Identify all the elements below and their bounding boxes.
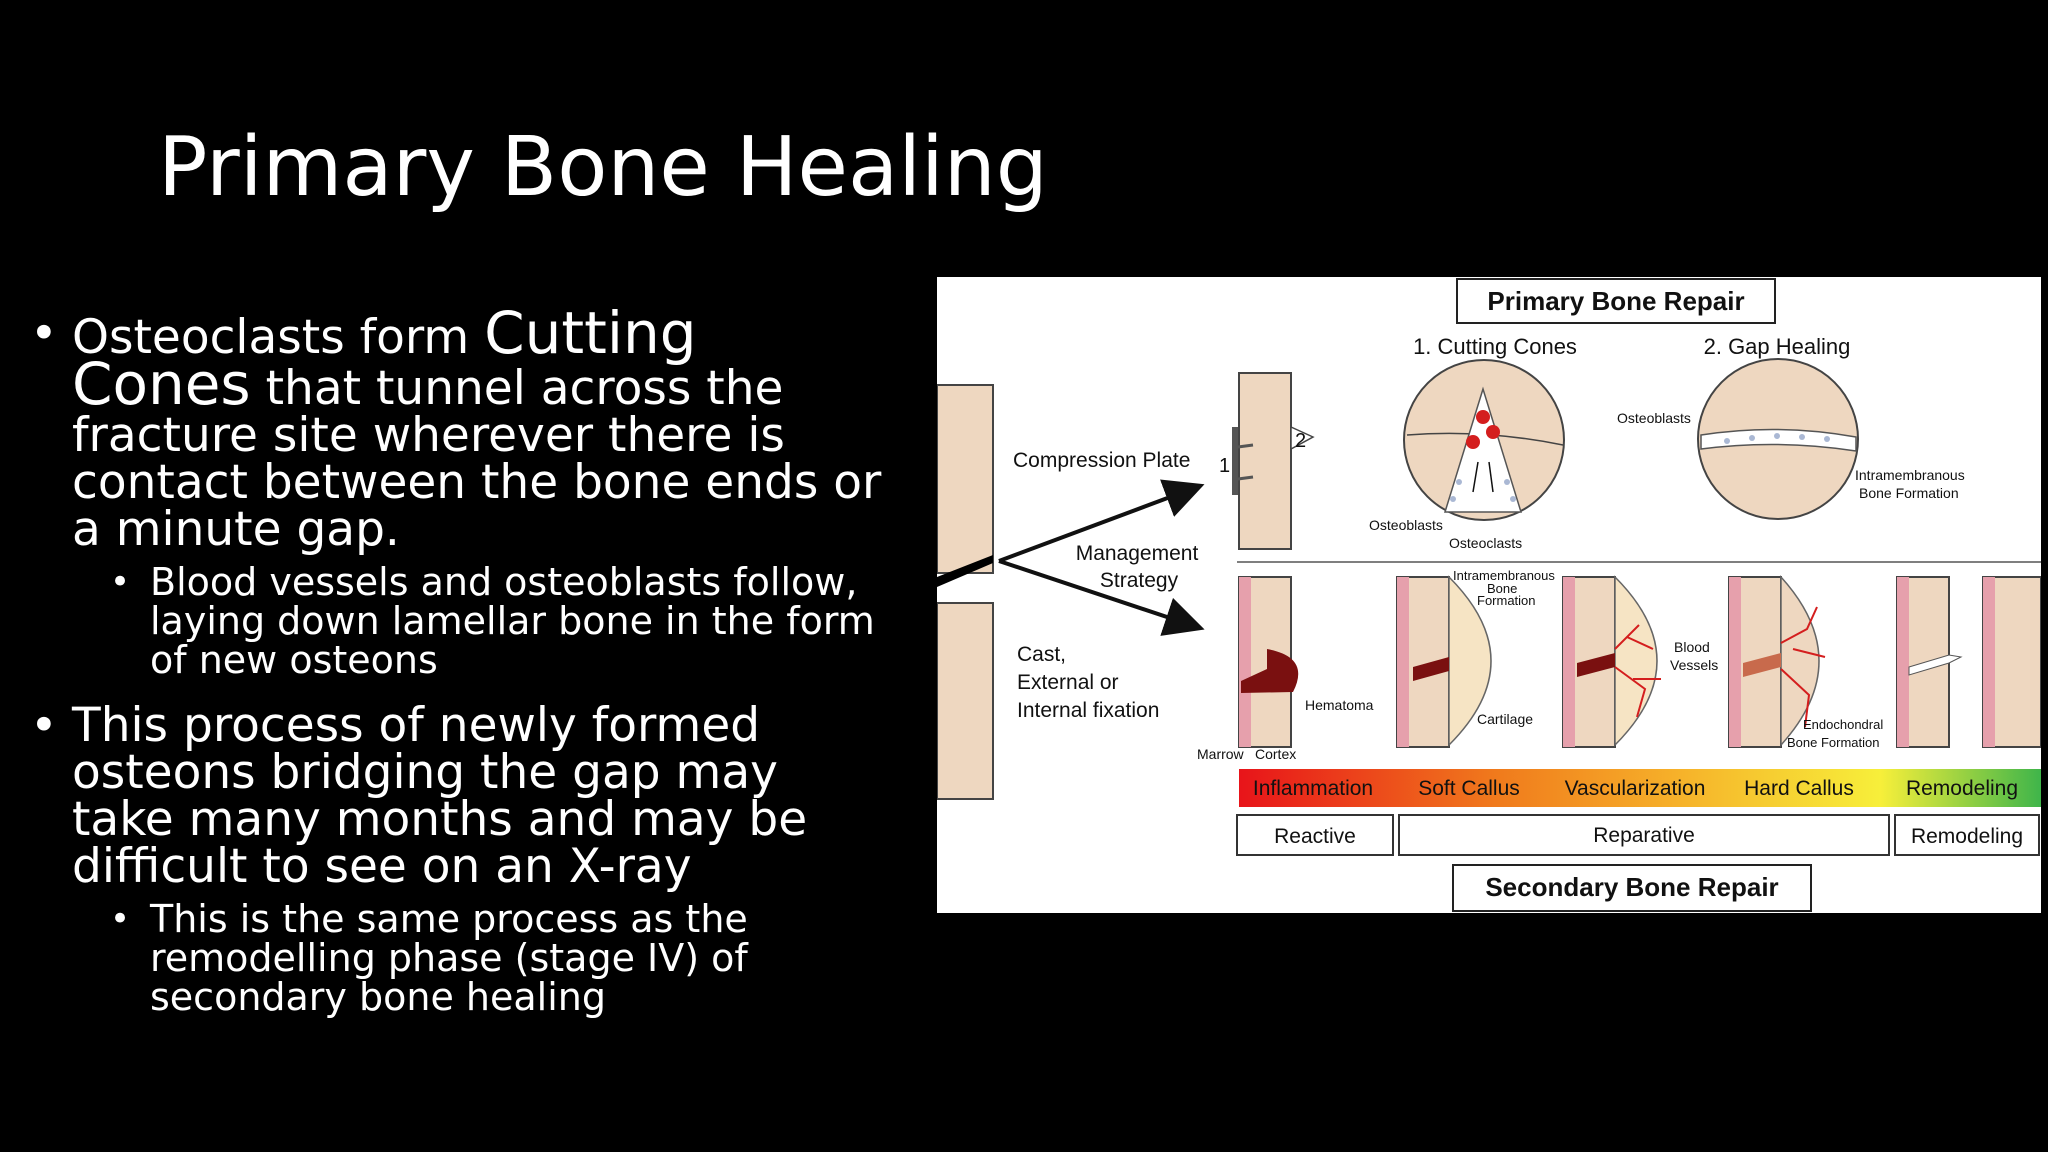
- management-label-2: Strategy: [1100, 569, 1179, 592]
- stage-inflammation: Inflammation: [1253, 777, 1373, 800]
- bullet-dot: •: [30, 698, 58, 753]
- plate-number-1: 1: [1219, 455, 1230, 477]
- slide-body: • Osteoclasts form Cutting Cones that tu…: [30, 304, 890, 1039]
- blood-vessels-label-2: Vessels: [1670, 657, 1718, 673]
- sub-bullet-dot: •: [110, 899, 131, 939]
- cartilage-label: Cartilage: [1477, 711, 1533, 727]
- slide-title: Primary Bone Healing: [158, 120, 1048, 215]
- fractured-bone: [937, 384, 994, 800]
- stage-hard-callus: [1728, 575, 1826, 748]
- phase-reactive-box: [1236, 814, 1394, 856]
- phase-remodeling-box: [1894, 814, 2040, 856]
- bullet-1-emphasis: Cutting Cones: [72, 299, 697, 418]
- sub-bullet-dot: •: [110, 562, 131, 602]
- phase-reparative-box: [1398, 814, 1890, 856]
- plate-number-2: 2: [1295, 430, 1306, 452]
- gap-osteoblasts-label: Osteoblasts: [1617, 410, 1691, 426]
- compression-plate-bone: [1232, 372, 1315, 550]
- cast-label-2: External or: [1017, 671, 1119, 694]
- stage-vascularization: [1562, 575, 1661, 748]
- stage-hematoma: [1238, 576, 1299, 748]
- gap-healing-illustration: [1697, 358, 1859, 520]
- bullet-process: • This process of newly formed osteons b…: [30, 702, 890, 890]
- stage-soft-callus-label: Soft Callus: [1418, 777, 1520, 800]
- marrow-label: Marrow: [1197, 746, 1245, 762]
- phase-reparative: Reparative: [1593, 824, 1695, 847]
- gap-intramembranous-label-1: Intramembranous: [1855, 467, 1965, 483]
- sub-bullet-remodelling: • This is the same process as the remode…: [30, 900, 890, 1017]
- endochondral-label-1: Endochondral: [1803, 717, 1883, 732]
- soft-intramembranous-label-3: Formation: [1477, 593, 1536, 608]
- sub-bullet-blood-vessels: • Blood vessels and osteoblasts follow, …: [30, 563, 890, 680]
- gap-healing-label: 2. Gap Healing: [1704, 334, 1851, 359]
- management-arrows: [998, 479, 1205, 636]
- secondary-header: Secondary Bone Repair: [1485, 872, 1778, 902]
- stage-soft-callus: [1396, 575, 1492, 748]
- soft-intramembranous-label-2: Bone: [1487, 581, 1517, 596]
- hematoma-label: Hematoma: [1305, 697, 1374, 713]
- stage-gradient-bar: [1239, 769, 2041, 807]
- bullet-1-text-after: that tunnel across the fracture site whe…: [72, 361, 882, 557]
- soft-intramembranous-label-1: Intramembranous: [1453, 568, 1555, 583]
- phase-reactive: Reactive: [1274, 825, 1356, 848]
- stage-remodeling-label: Remodeling: [1906, 777, 2018, 800]
- bullet-2-text: This process of newly formed osteons bri…: [72, 698, 808, 894]
- sub-bullet-2-text: This is the same process as the remodell…: [150, 897, 748, 1019]
- primary-header-box: [1456, 278, 1776, 324]
- gap-intramembranous-label-2: Bone Formation: [1859, 485, 1959, 501]
- bullet-cutting-cones: • Osteoclasts form Cutting Cones that tu…: [30, 304, 890, 553]
- cone-osteoblasts-label: Osteoblasts: [1369, 517, 1443, 533]
- bullet-1-text-before: Osteoclasts form: [72, 310, 485, 365]
- bullet-dot: •: [30, 306, 58, 361]
- cortex-label: Cortex: [1255, 746, 1296, 762]
- cutting-cones-label: 1. Cutting Cones: [1413, 334, 1577, 359]
- compression-plate-label: Compression Plate: [1013, 449, 1190, 472]
- secondary-header-box: [1452, 864, 1812, 912]
- phase-remodeling: Remodeling: [1911, 825, 2023, 848]
- cast-label-3: Internal fixation: [1017, 699, 1159, 722]
- cast-label-1: Cast,: [1017, 643, 1066, 666]
- bone-repair-diagram: Primary Bone Repair 1. Cutting Cones 2. …: [937, 277, 2041, 913]
- stage-hard-callus-label: Hard Callus: [1744, 777, 1854, 800]
- blood-vessels-label-1: Blood: [1674, 639, 1710, 655]
- management-label-1: Management: [1076, 542, 1199, 565]
- sub-bullet-1-text: Blood vessels and osteoblasts follow, la…: [150, 560, 875, 682]
- cone-osteoclasts-label: Osteoclasts: [1449, 535, 1522, 551]
- stage-vascularization-label: Vascularization: [1565, 777, 1706, 800]
- endochondral-label-2: Bone Formation: [1787, 735, 1880, 750]
- stage-remodeling: [1896, 576, 2041, 748]
- primary-header: Primary Bone Repair: [1487, 286, 1744, 316]
- cutting-cone-illustration: [1403, 359, 1565, 521]
